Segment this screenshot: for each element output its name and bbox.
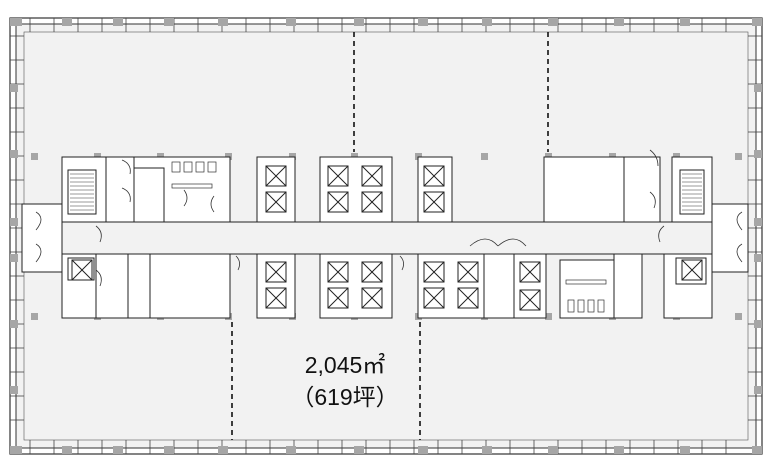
column — [218, 446, 228, 454]
column — [10, 320, 18, 328]
column — [754, 218, 762, 226]
left-lower-room-b — [95, 253, 129, 319]
right-core-room — [543, 156, 625, 223]
elevator-car — [361, 261, 383, 283]
column — [113, 446, 123, 454]
floor-area-tsubo-label: （619坪） — [291, 384, 399, 410]
column — [286, 18, 296, 26]
column — [754, 446, 762, 454]
column — [164, 18, 174, 26]
column — [62, 446, 72, 454]
column — [218, 18, 228, 26]
elevator-car — [361, 191, 383, 213]
right-stair — [679, 169, 705, 215]
elevator-car — [327, 165, 349, 187]
column — [164, 446, 174, 454]
elevator-car — [423, 287, 445, 309]
column — [10, 446, 18, 454]
elevator-car — [519, 289, 541, 311]
right-core-room-b — [623, 156, 661, 223]
column — [418, 446, 428, 454]
door-swings — [35, 149, 743, 287]
column — [754, 386, 762, 394]
column — [481, 153, 488, 160]
elevator-car — [457, 287, 479, 309]
division-lines — [231, 32, 549, 440]
column — [418, 18, 428, 26]
stair-treads — [70, 173, 702, 211]
elevator-car — [265, 261, 287, 283]
column — [548, 18, 558, 26]
column — [614, 446, 624, 454]
column — [680, 18, 690, 26]
floor-area-label: 2,045㎡ — [304, 352, 386, 378]
elevator-car — [71, 259, 93, 281]
column — [482, 18, 492, 26]
left-stair — [67, 169, 97, 215]
column — [31, 313, 38, 320]
left-shaft — [133, 167, 165, 223]
toilet-fixtures — [171, 161, 607, 313]
column — [754, 254, 762, 262]
column — [482, 446, 492, 454]
elevator-car — [423, 165, 445, 187]
column — [614, 18, 624, 26]
column — [354, 446, 364, 454]
elevator-car — [361, 287, 383, 309]
elevator-car — [423, 191, 445, 213]
elevator-cars — [71, 165, 703, 311]
column — [113, 18, 123, 26]
elevator-car — [361, 165, 383, 187]
column — [10, 386, 18, 394]
elevator-car — [265, 191, 287, 213]
left-entrance — [21, 203, 63, 273]
right-lower-room — [613, 253, 643, 319]
elevator-car — [519, 261, 541, 283]
column — [754, 84, 762, 92]
elevator-car — [327, 287, 349, 309]
column — [10, 18, 18, 26]
column — [62, 18, 72, 26]
column — [735, 313, 742, 320]
column — [754, 150, 762, 158]
column — [10, 150, 18, 158]
building-core — [21, 156, 749, 319]
column — [10, 254, 18, 262]
column — [680, 446, 690, 454]
right-entrance — [711, 203, 749, 273]
elevator-car — [327, 261, 349, 283]
left-lower-shaft — [149, 253, 231, 319]
elevator-lobby — [483, 253, 515, 319]
elevator-car — [457, 261, 479, 283]
elevator-car — [265, 287, 287, 309]
column — [735, 153, 742, 160]
elevator-car — [265, 165, 287, 187]
column — [754, 18, 762, 26]
column — [354, 18, 364, 26]
column — [286, 446, 296, 454]
elevator-car — [681, 259, 703, 281]
column — [10, 84, 18, 92]
column — [548, 446, 558, 454]
elevator-car — [423, 261, 445, 283]
column — [754, 320, 762, 328]
column — [10, 218, 18, 226]
elevator-car — [327, 191, 349, 213]
column — [31, 153, 38, 160]
central-corridor — [28, 222, 746, 254]
column — [545, 313, 552, 320]
